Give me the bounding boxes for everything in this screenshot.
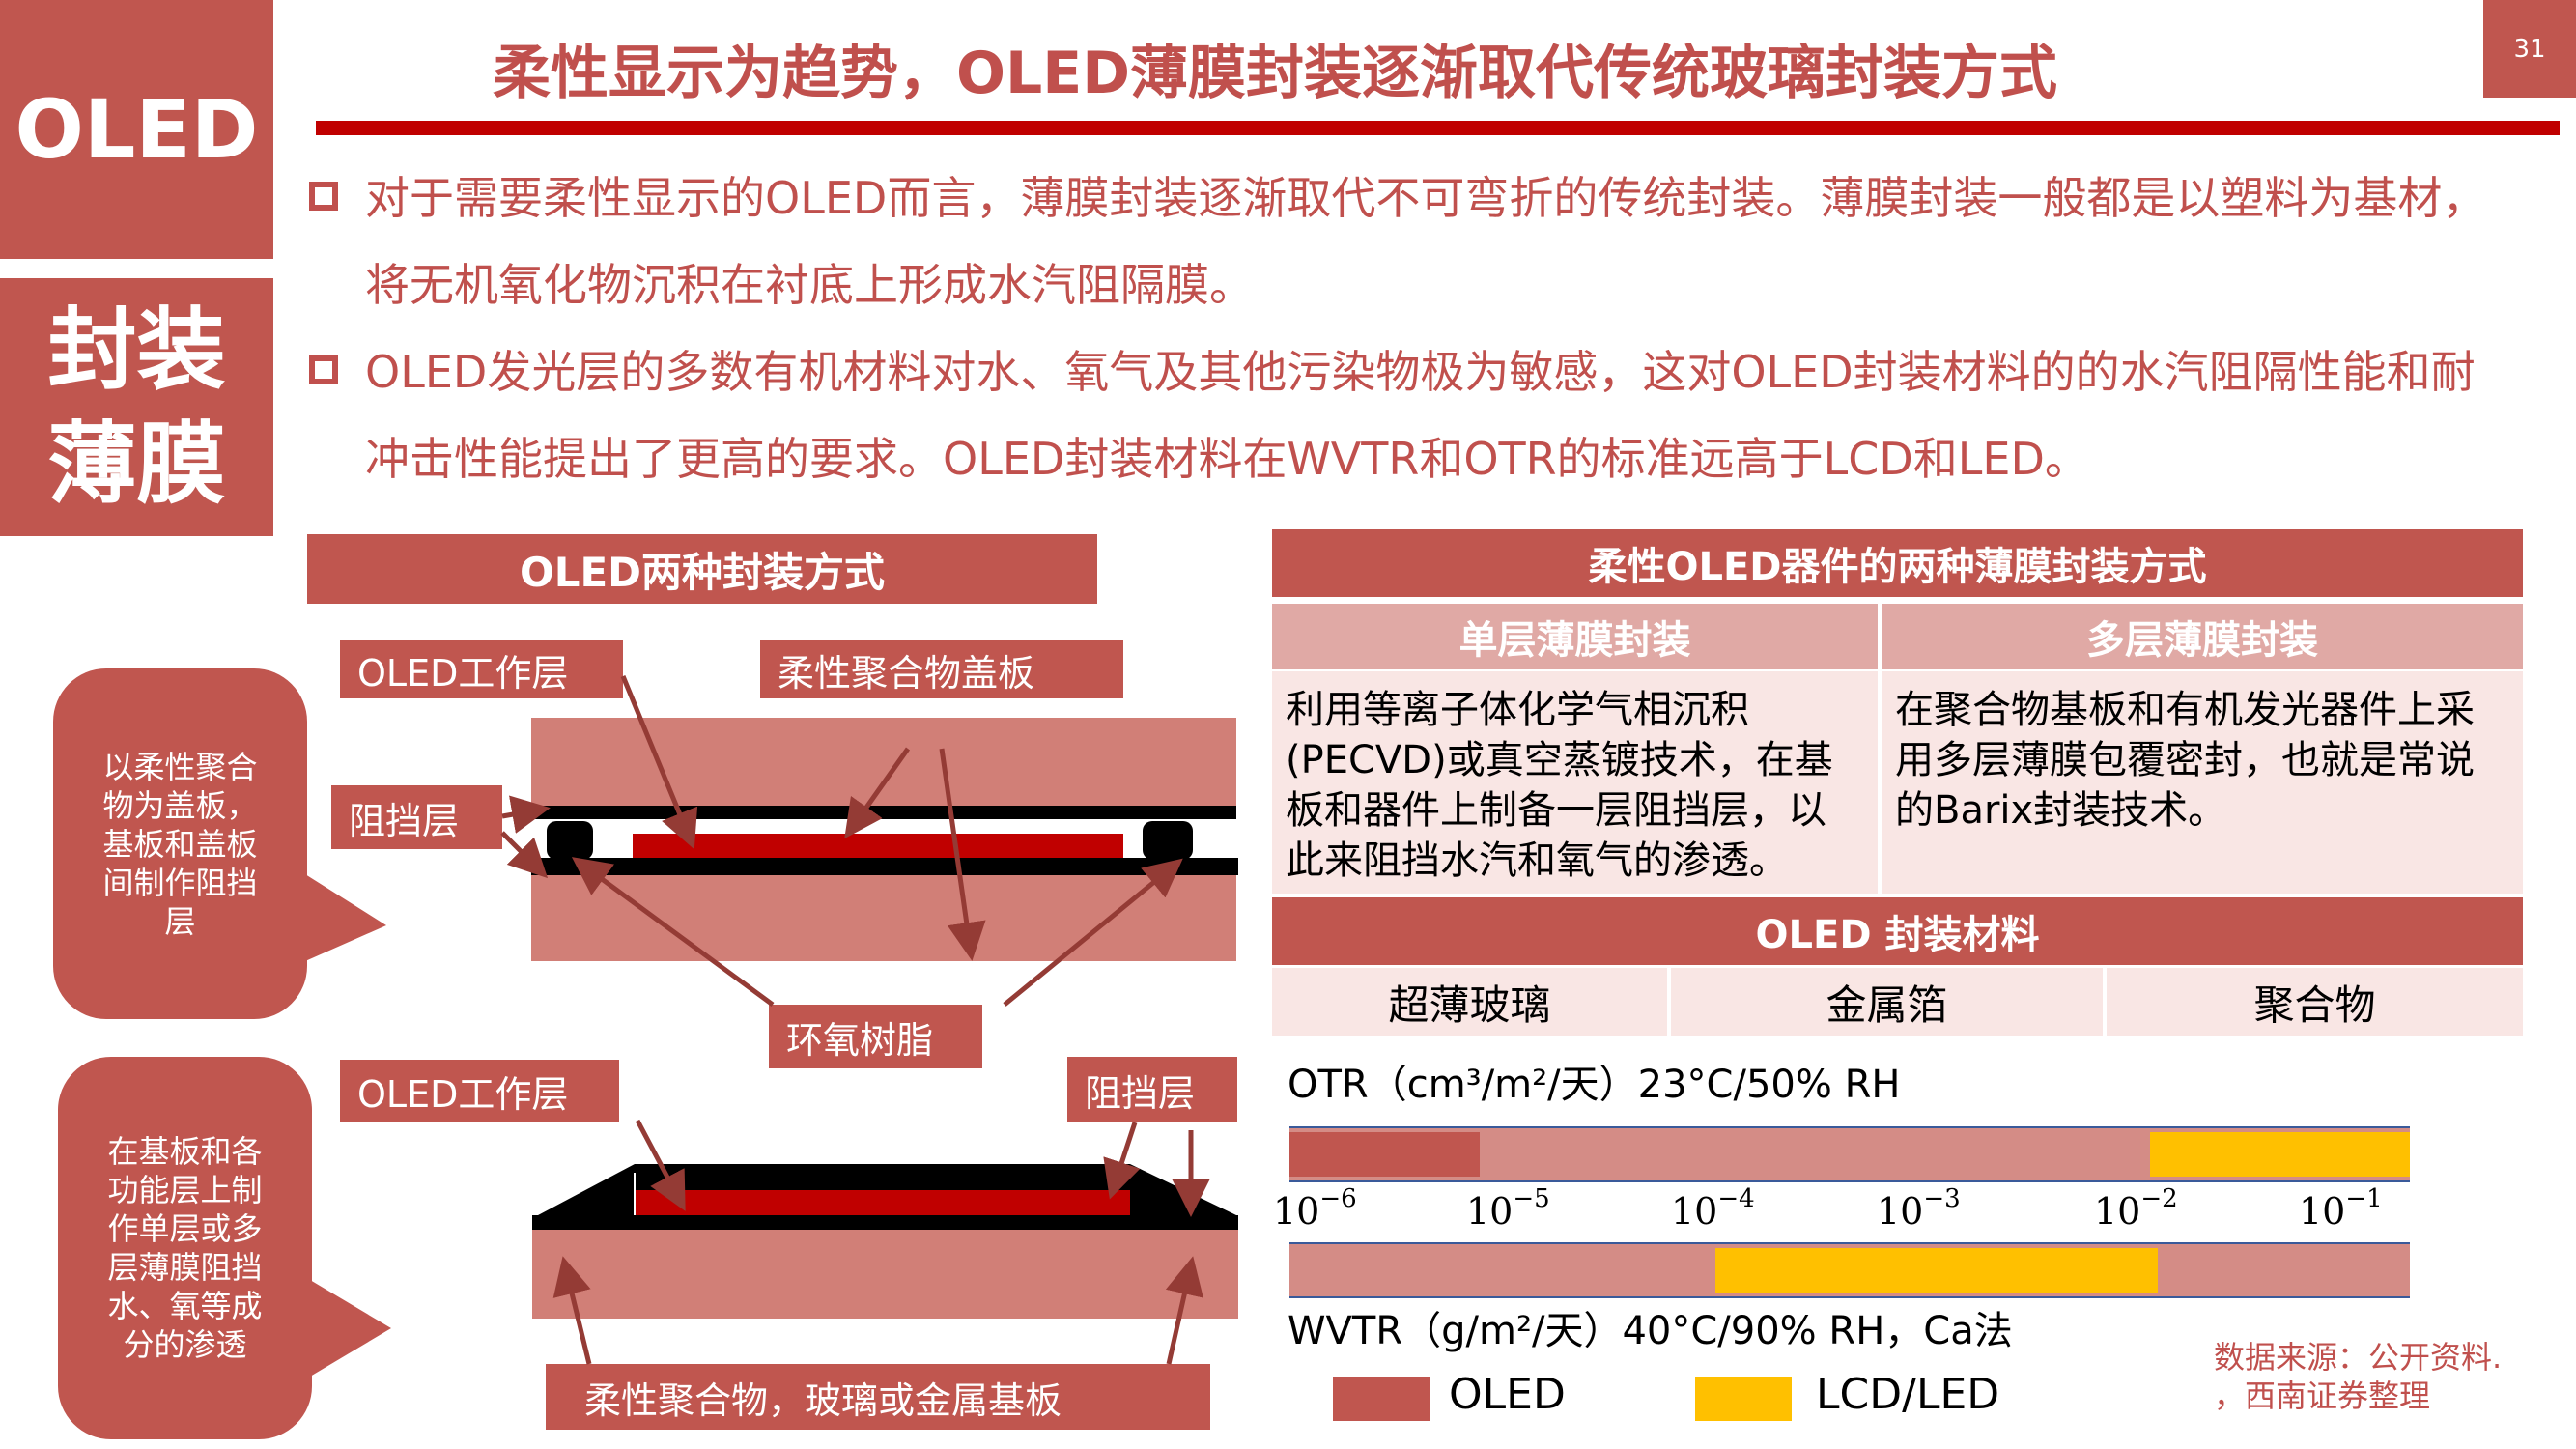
otr-lcd-range [2150,1132,2410,1177]
source-line1: 数据来源：公开资料. [2214,1339,2503,1376]
page-title: 柔性显示为趋势，OLED薄膜封装逐渐取代传统玻璃封装方式 [493,39,2058,107]
callout-text: 以柔性聚合物为盖板，基板和盖板间制作阻挡层 [102,748,258,940]
cell-single-layer-desc: 利用等离子体化学气相沉积(PECVD)或真空蒸镀技术，在基板和器件上制备一层阻挡… [1272,671,1878,894]
label-substrate: 柔性聚合物，玻璃或金属基板 [546,1364,1210,1430]
table-title: 柔性OLED器件的两种薄膜封装方式 [1272,529,2523,597]
log-axis-ticks: 10−6 10−5 10−4 10−3 10−2 10−1 [1273,1184,2432,1242]
otr-bar [1289,1126,2410,1182]
tick: 10−6 [1273,1184,1357,1233]
sidebar-tag-line2: 薄膜 [47,412,226,516]
source-line2: ，西南证券整理 [2214,1378,2431,1414]
sidebar-tag-oled: OLED [0,0,273,259]
barrier-layer-bottom-shape [531,858,1238,875]
data-source: 数据来源：公开资料. ，西南证券整理 [2214,1338,2502,1415]
callout-cover-encapsulation: 以柔性聚合物为盖板，基板和盖板间制作阻挡层 [53,668,307,1019]
square-bullet-icon [309,355,338,384]
tick: 10−3 [1877,1184,1961,1233]
bullet-list: 对于需要柔性显示的OLED而言，薄膜封装逐渐取代不可弯折的传统封装。薄膜封装一般… [309,155,2511,502]
bullet-text: OLED发光层的多数有机材料对水、氧气及其他污染物极为敏感，这对OLED封装材料… [365,346,2476,485]
epoxy-right-shape [1143,821,1193,860]
tick: 10−1 [2299,1184,2383,1233]
square-bullet-icon [309,182,338,211]
tick: 10−5 [1466,1184,1550,1233]
wvtr-lcd-range [1715,1248,2158,1293]
page-number: 31 [2483,0,2576,98]
legend-lcd-label: LCD/LED [1816,1370,2000,1419]
bullet-text: 对于需要柔性显示的OLED而言，薄膜封装逐渐取代不可弯折的传统封装。薄膜封装一般… [365,172,2487,311]
tick: 10−4 [1671,1184,1755,1233]
material-metal-foil: 金属箔 [1671,968,2103,1036]
wvtr-bar [1289,1242,2410,1298]
otr-axis-label: OTR（cm³/m²/天）23°C/50% RH [1288,1063,1901,1107]
column-header-single-layer: 单层薄膜封装 [1272,604,1878,669]
label-barrier-bottom: 阻挡层 [1067,1057,1237,1122]
legend-oled-label: OLED [1449,1370,1566,1419]
otr-oled-range [1289,1132,1480,1177]
wvtr-axis-label: WVTR（g/m²/天）40°C/90% RH，Ca法 [1288,1309,2013,1353]
diagram-title: OLED两种封装方式 [307,534,1097,604]
legend-oled-swatch [1333,1377,1430,1421]
callout-text: 在基板和各功能层上制作单层或多层薄膜阻挡水、氧等成分的渗透 [107,1133,263,1363]
substrate-shape [531,875,1236,961]
sidebar-tag-line1: 封装 [47,298,226,402]
sidebar-tag-oled-text: OLED [14,82,259,177]
material-ultra-thin-glass: 超薄玻璃 [1272,968,1667,1036]
title-divider [316,121,2560,135]
bullet-item: OLED发光层的多数有机材料对水、氧气及其他污染物极为敏感，这对OLED封装材料… [309,328,2511,502]
cell-multi-layer-desc: 在聚合物基板和有机发光器件上采用多层薄膜包覆密封，也就是常说的Barix封装技术… [1882,671,2523,894]
label-barrier-top: 阻挡层 [331,785,502,849]
materials-title: OLED 封装材料 [1272,897,2523,965]
label-epoxy: 环氧树脂 [769,1005,982,1068]
sidebar-tag-packaging: 封装 薄膜 [0,278,273,536]
oled-layer-shape [633,834,1123,859]
legend-lcd-swatch [1695,1377,1792,1421]
cover-plate-shape [531,718,1236,806]
callout-thin-film-encapsulation: 在基板和各功能层上制作单层或多层薄膜阻挡水、氧等成分的渗透 [58,1057,312,1439]
column-header-multi-layer: 多层薄膜封装 [1882,604,2523,669]
label-oled-layer-top: OLED工作层 [340,640,623,698]
label-cover-plate: 柔性聚合物盖板 [760,640,1123,698]
bullet-item: 对于需要柔性显示的OLED而言，薄膜封装逐渐取代不可弯折的传统封装。薄膜封装一般… [309,155,2511,328]
tick: 10−2 [2094,1184,2178,1233]
label-oled-layer-bottom: OLED工作层 [340,1060,619,1122]
epoxy-left-shape [547,821,593,860]
barrier-layer-top-shape [531,806,1236,819]
material-polymer: 聚合物 [2107,968,2523,1036]
